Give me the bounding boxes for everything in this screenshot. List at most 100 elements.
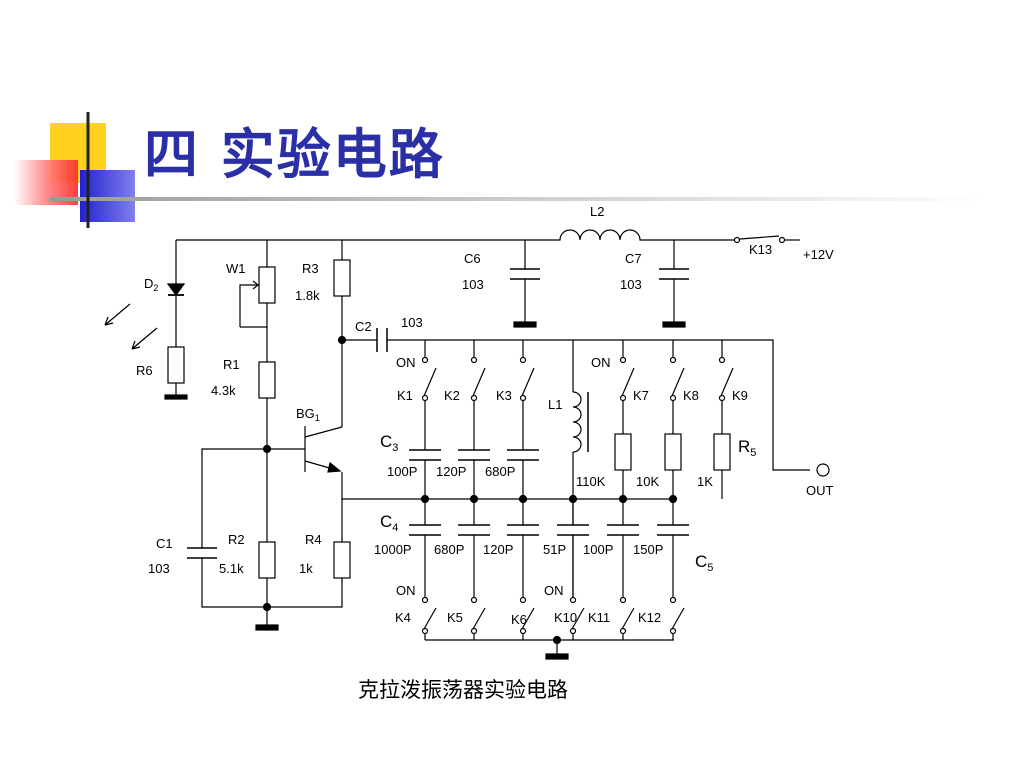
wire-c2 xyxy=(342,339,810,471)
label-k7: K7 xyxy=(633,388,649,403)
label-c6-value: 103 xyxy=(462,277,484,292)
slide-title: 四 实验电路 xyxy=(144,123,445,186)
label-r4-value: 1k xyxy=(299,561,313,576)
label-r1-value: 4.3k xyxy=(211,383,236,398)
switch-k6-contact-bottom xyxy=(519,627,527,635)
label-k13: K13 xyxy=(749,242,772,257)
label-k4: K4 xyxy=(395,610,411,625)
switch-k5-contact-bottom xyxy=(470,627,478,635)
switch-k4-contact-bottom xyxy=(421,627,429,635)
switch-k12-contact-top xyxy=(669,596,677,604)
resistor-r2 xyxy=(258,541,276,579)
capacitor-c3-1 xyxy=(458,449,490,461)
switch-k12-contact-bottom xyxy=(669,627,677,635)
cap-c7 xyxy=(659,268,689,280)
label-c3-value-1: 120P xyxy=(436,464,466,479)
label-k5: K5 xyxy=(447,610,463,625)
ground-bottom xyxy=(255,624,279,631)
label-output: OUT xyxy=(806,483,834,498)
resistor-r4 xyxy=(333,541,351,579)
switch-k7[interactable] xyxy=(621,367,635,397)
label-l2: L2 xyxy=(590,204,604,219)
resistor-r5-1 xyxy=(664,433,682,471)
resistor-r3 xyxy=(333,259,351,297)
label-bg1: BG1 xyxy=(296,406,320,423)
label-c3-value-2: 680P xyxy=(485,464,515,479)
label-c7: C7 xyxy=(625,251,642,266)
label-c5_values-2: 150P xyxy=(633,542,663,557)
switch-k3[interactable] xyxy=(521,367,535,397)
label-c2-value: 103 xyxy=(401,315,423,330)
switch-k5[interactable] xyxy=(472,607,486,630)
switch-k1[interactable] xyxy=(423,367,437,397)
label-c4_values-1: 680P xyxy=(434,542,464,557)
capacitor-c3-2 xyxy=(507,449,539,461)
label-c3: C3 xyxy=(380,432,398,454)
pot-w1 xyxy=(258,266,276,304)
label-c1-value: 103 xyxy=(148,561,170,576)
label-r4: R4 xyxy=(305,532,322,547)
label-c6: C6 xyxy=(464,251,481,266)
switch-k10-contact-top xyxy=(569,596,577,604)
label-k6: K6 xyxy=(511,612,527,627)
switch-k12[interactable] xyxy=(671,607,685,630)
switch-k8[interactable] xyxy=(671,367,685,397)
switch-k11-contact-top xyxy=(619,596,627,604)
switch-k13[interactable] xyxy=(739,235,780,240)
label-r2-value: 5.1k xyxy=(219,561,244,576)
switch-k10[interactable] xyxy=(571,607,585,630)
title-underline xyxy=(50,197,990,201)
label-c2: C2 xyxy=(355,319,372,334)
resistor-r6 xyxy=(167,346,185,384)
label-c4_values-2: 120P xyxy=(483,542,513,557)
switch-k3-contact-top xyxy=(519,356,527,364)
switch-k2-contact-top xyxy=(470,356,478,364)
title-decoration xyxy=(14,112,990,228)
cap-c2 xyxy=(376,328,388,352)
label-r1: R1 xyxy=(223,357,240,372)
switch-k6[interactable] xyxy=(521,607,535,630)
wire-ground-bus xyxy=(425,639,674,654)
capacitor-bottom-3 xyxy=(557,524,589,536)
label-c5: C5 xyxy=(695,552,713,574)
switch-k1-contact-bottom xyxy=(421,394,429,402)
switch-k8-contact-top xyxy=(669,356,677,364)
label-res-value-1: 10K xyxy=(636,474,659,489)
switch-k4-contact-top xyxy=(421,596,429,604)
label-k9: K9 xyxy=(732,388,748,403)
switch-k11[interactable] xyxy=(621,607,635,630)
label-c1: C1 xyxy=(156,536,173,551)
switch-k4[interactable] xyxy=(423,607,437,630)
transistor-emitter-arrow xyxy=(327,461,342,473)
label-res-value-2: 1K xyxy=(697,474,713,489)
label-c7-value: 103 xyxy=(620,277,642,292)
switch-k9-contact-bottom xyxy=(718,394,726,402)
label-k11: K11 xyxy=(588,610,610,625)
resistor-r5-0 xyxy=(614,433,632,471)
label-c5_values-1: 100P xyxy=(583,542,613,557)
label-on-1: ON xyxy=(396,355,416,370)
capacitor-bottom-5 xyxy=(657,524,689,536)
label-k8: K8 xyxy=(683,388,699,403)
diagram-caption: 克拉泼振荡器实验电路 xyxy=(358,678,568,702)
capacitor-bottom-1 xyxy=(458,524,490,536)
wire-c1 xyxy=(201,448,343,608)
label-r5: R5 xyxy=(738,437,756,459)
switch-k9[interactable] xyxy=(720,367,734,397)
resistor-r1 xyxy=(258,361,276,399)
label-c4_values-0: 1000P xyxy=(374,542,412,557)
label-on-3: ON xyxy=(396,583,416,598)
switch-k2[interactable] xyxy=(472,367,486,397)
switch-k3-contact-bottom xyxy=(519,394,527,402)
switch-k5-contact-top xyxy=(470,596,478,604)
label-k12: K12 xyxy=(638,610,661,625)
output-terminal[interactable] xyxy=(816,463,830,477)
capacitor-bottom-2 xyxy=(507,524,539,536)
inductor-l2 xyxy=(555,229,645,241)
k13-contact-left xyxy=(733,236,741,244)
label-on-2: ON xyxy=(591,355,611,370)
ground-r6 xyxy=(164,394,188,400)
node-ground xyxy=(552,635,562,645)
label-c5_values-0: 51P xyxy=(543,542,566,557)
